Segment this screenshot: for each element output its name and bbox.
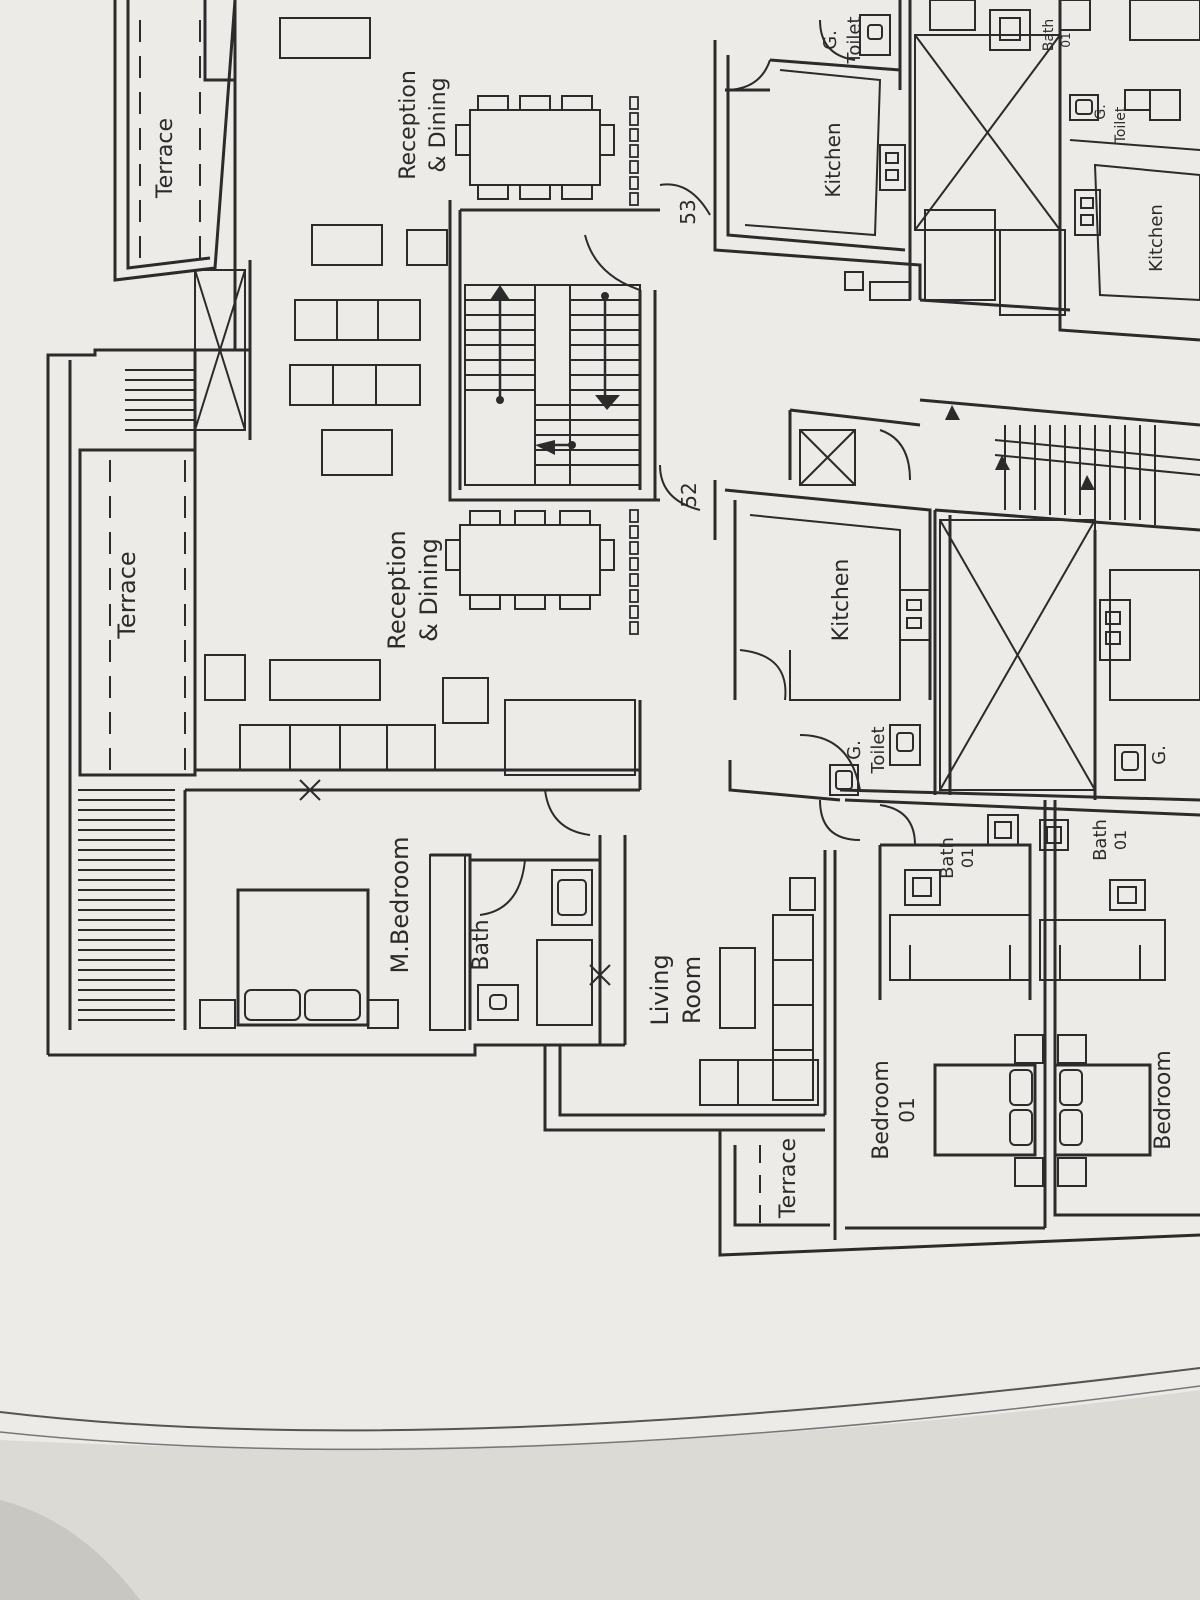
right-stair-arrows	[945, 405, 1095, 490]
room-labels: Terrace Terrace Terrace Reception & Dini…	[113, 16, 1176, 1219]
left-stair-hatch	[78, 369, 195, 1021]
g-toilet-right-upper-label-1: G.	[1093, 104, 1109, 119]
bath-01-a-label-1: Bath	[937, 837, 958, 879]
terrace-top-label: Terrace	[153, 118, 178, 199]
bath-top-right-label-2: 01	[1059, 32, 1073, 47]
bedroom-01-label-2: 01	[895, 1097, 919, 1122]
terrace-bottom-label: Terrace	[776, 1138, 801, 1219]
g-toilet-upper-label-2: Toilet	[844, 16, 865, 64]
bedroom-partial-label: Bedroom	[1151, 1050, 1176, 1150]
g-toilet-right-lower-label: G.	[1149, 745, 1170, 765]
paper-curve-line	[0, 1367, 1200, 1432]
g-toilet-lower-label-2: Toilet	[868, 726, 889, 774]
living-room-label-1: Living	[646, 954, 674, 1025]
furniture	[199, 0, 1200, 1187]
bath-01-b-label-2: 01	[1111, 830, 1130, 850]
paper-edge-shadow	[0, 1390, 1200, 1600]
g-toilet-upper-label-1: G.	[820, 30, 841, 50]
kitchen-upper-label: Kitchen	[821, 122, 845, 197]
terraces	[78, 20, 761, 1225]
kitchen-right-label: Kitchen	[1146, 204, 1167, 272]
master-bath-label: Bath	[469, 919, 494, 970]
right-stairs	[994, 425, 1200, 525]
reception-lower-label-1: Reception	[383, 530, 411, 650]
paper-curve-line-inner	[0, 1385, 1200, 1451]
bath-01-b-label-1: Bath	[1090, 819, 1111, 861]
unit-53-label: 53	[676, 199, 700, 224]
bath-top-right-label-1: Bath	[1041, 19, 1057, 52]
door-marks	[299, 779, 611, 986]
g-toilet-lower-label-1: G.	[844, 740, 865, 760]
master-bedroom-label: M.Bedroom	[386, 837, 414, 974]
kitchen-lower-label: Kitchen	[829, 559, 854, 642]
reception-upper-label-1: Reception	[396, 70, 421, 180]
stair-arrows	[490, 285, 620, 455]
g-toilet-right-upper-label-2: Toilet	[1113, 106, 1129, 144]
bath-01-a-label-2: 01	[958, 848, 977, 868]
seating-dashes	[629, 96, 639, 635]
bedroom-01-label-1: Bedroom	[869, 1060, 894, 1160]
living-room-label-2: Room	[678, 956, 706, 1024]
reception-lower-label-2: & Dining	[415, 538, 443, 642]
door-swings	[270, 19, 916, 1010]
paper-corner-shadow	[0, 1500, 140, 1600]
terrace-left-label: Terrace	[113, 551, 141, 639]
reception-upper-label-2: & Dining	[426, 77, 451, 172]
shafts	[194, 34, 1096, 791]
unit-52-label: 52	[677, 482, 701, 507]
